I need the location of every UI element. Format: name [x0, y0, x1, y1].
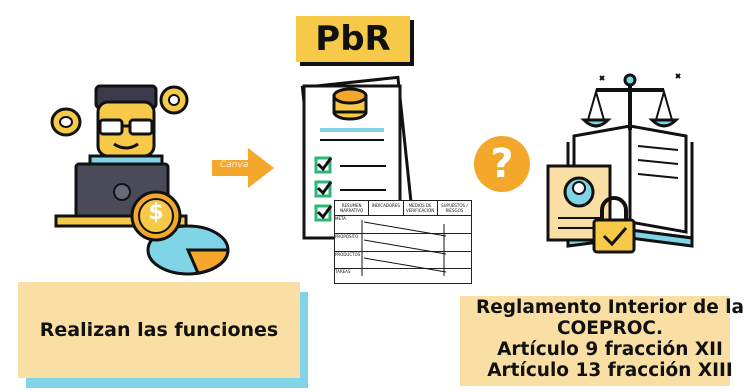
- matrix-header: INDICADORES: [369, 201, 404, 215]
- checkbox-icon: [314, 156, 333, 222]
- page-title: PbR: [296, 16, 410, 62]
- matrix-arrows-icon: [361, 220, 447, 276]
- law-illustration: [546, 73, 694, 254]
- regulation-line: COEPROC.: [556, 318, 664, 339]
- scale-icon: [580, 73, 681, 130]
- coin-stack-icon: [332, 87, 368, 121]
- matrix-header: MEDIOS DE VERIFICACIÓN: [404, 201, 438, 215]
- functions-box: Realizan las funciones: [18, 282, 308, 388]
- matrix-header: SUPUESTOS / RIESGOS: [441, 203, 468, 213]
- regulation-line: Artículo 9 fracción XII: [497, 339, 723, 360]
- worker-illustration: [50, 84, 230, 276]
- lock-icon: [592, 196, 636, 254]
- dollar-coin-icon: [130, 190, 182, 242]
- regulation-line: Reglamento Interior de la: [475, 297, 745, 318]
- matrix-row-label: PROPÓSITO: [335, 234, 359, 239]
- matrix-row-label: TAREAS: [335, 269, 351, 274]
- matrix-row-label: PRODUCTOS: [335, 252, 361, 257]
- matrix-header: RESUMEN NARRATIVO: [335, 201, 370, 215]
- arrow-right-icon: [212, 148, 274, 188]
- question-icon: ?: [474, 136, 530, 192]
- person-icon: [88, 84, 164, 176]
- functions-label: Realizan las funciones: [39, 319, 279, 341]
- question-mark: ?: [490, 141, 514, 187]
- arrow-watermark: Canva: [220, 160, 249, 170]
- matrix-row-label: META: [335, 216, 346, 221]
- regulation-line: Artículo 13 fracción XIII: [487, 360, 733, 381]
- logic-matrix-table: RESUMEN NARRATIVO INDICADORES MEDIOS DE …: [334, 200, 472, 284]
- speech-bubble-icon: [50, 85, 189, 137]
- dollar-sign: $: [148, 200, 164, 225]
- regulation-box: Reglamento Interior de la COEPROC. Artíc…: [460, 286, 756, 392]
